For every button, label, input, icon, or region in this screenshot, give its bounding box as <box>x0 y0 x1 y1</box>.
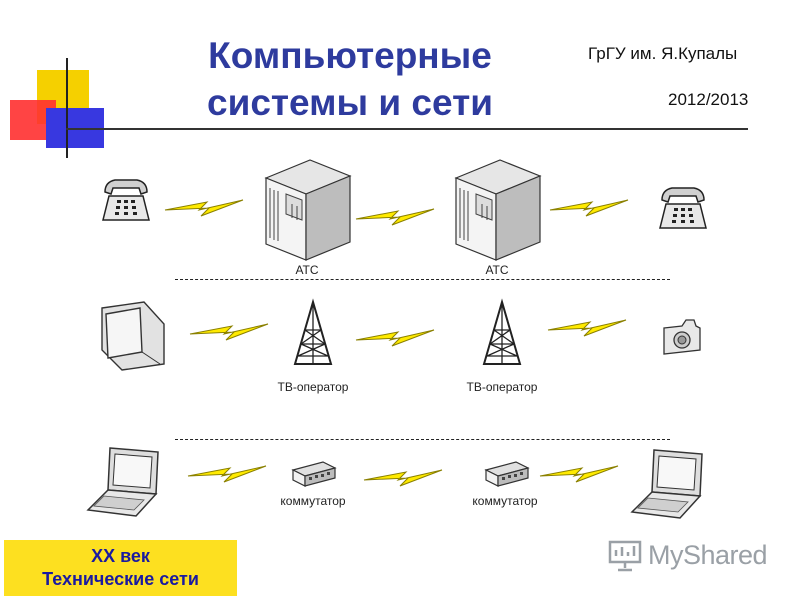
slide-title: Компьютерные системы и сети <box>170 32 530 126</box>
lightning-icon <box>355 208 435 226</box>
decor-vertical-line <box>66 58 68 158</box>
lightning-icon <box>539 465 619 483</box>
header-divider <box>66 128 748 130</box>
row2-node2-label: ТВ-оператор <box>466 380 538 394</box>
title-line-1: Компьютерные <box>208 35 492 76</box>
lightning-icon <box>363 469 443 487</box>
lightning-icon <box>164 199 244 217</box>
telephone-icon <box>102 179 150 221</box>
tower-icon <box>483 301 521 365</box>
lightning-icon <box>189 323 269 341</box>
lightning-icon <box>187 465 267 483</box>
telephone-icon <box>659 187 707 229</box>
presentation-icon <box>608 540 642 572</box>
row2-node1-label: ТВ-оператор <box>277 380 349 394</box>
switch-icon <box>292 461 336 487</box>
row-separator <box>175 439 670 440</box>
watermark-text: MyShared <box>648 539 768 570</box>
lightning-icon <box>355 329 435 347</box>
row3-node1-label: коммутатор <box>280 494 346 508</box>
title-line-2: системы и сети <box>207 82 493 123</box>
badge-line-2: Технические сети <box>42 569 199 589</box>
server-icon <box>265 159 351 261</box>
tv-icon <box>101 301 165 371</box>
badge-line-1: XX век <box>91 546 150 566</box>
academic-years: 2012/2013 <box>668 90 749 109</box>
row-separator <box>175 279 670 280</box>
row1-node1-label: АТС <box>295 263 319 277</box>
row1-node2-label: АТС <box>485 263 509 277</box>
lightning-icon <box>547 319 627 337</box>
server-icon <box>455 159 541 261</box>
tower-icon <box>294 301 332 365</box>
row3-node2-label: коммутатор <box>472 494 538 508</box>
watermark: MyShared <box>608 538 768 572</box>
camera-icon <box>663 319 701 355</box>
era-badge: XX век Технические сети <box>4 540 237 596</box>
laptop-icon <box>87 447 159 517</box>
university-name: ГрГУ им. Я.Купалы <box>588 44 738 63</box>
switch-icon <box>485 461 529 487</box>
laptop-icon <box>631 449 703 519</box>
lightning-icon <box>549 199 629 217</box>
